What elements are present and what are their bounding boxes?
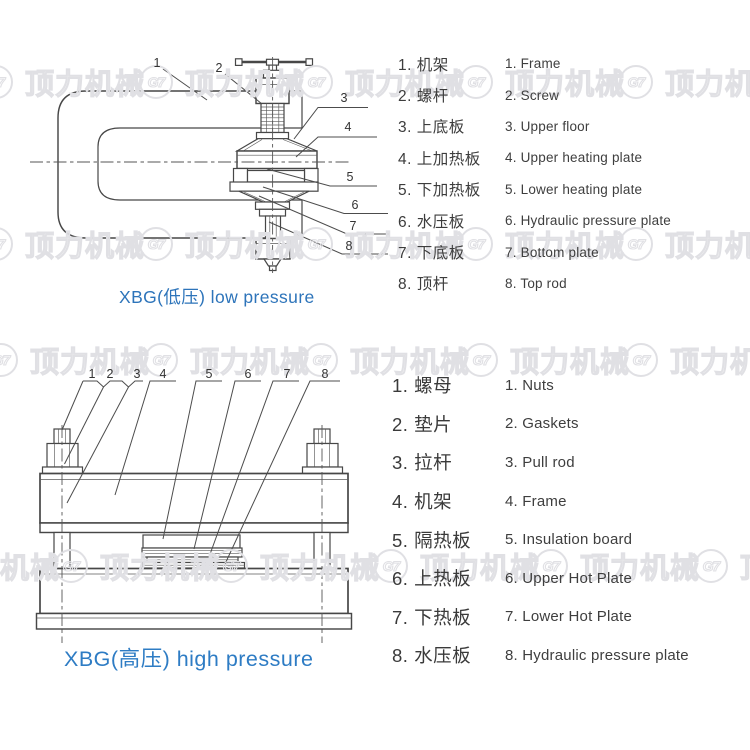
callout-number: 6 <box>244 367 252 381</box>
parts-list-item: 4. 机架 4. Frame <box>392 482 689 521</box>
callout-number: 4 <box>344 120 352 134</box>
parts-list-item: 2. 螺杆 2. Screw <box>398 79 671 110</box>
part-name-zh: 5. 隔热板 <box>392 529 472 551</box>
low-pressure-drawing <box>30 57 390 273</box>
parts-list-item: 5. 下加热板 5. Lower heating plate <box>398 174 671 205</box>
part-name-zh: 1. 螺母 <box>392 375 453 397</box>
part-name-zh: 6. 水压板 <box>398 213 465 231</box>
part-name-en: 6. Upper Hot Plate <box>505 569 632 587</box>
part-name-en: 5. Lower heating plate <box>505 181 643 197</box>
part-name-zh: 5. 下加热板 <box>398 182 481 200</box>
part-name-zh: 7. 下底板 <box>398 245 465 263</box>
callout-number: 3 <box>133 367 141 381</box>
parts-list-low: 1. 机架 1. Frame 2. 螺杆 2. Screw 3. 上底板 3. Upp… <box>398 48 671 299</box>
part-name-en: 7. Lower Hot Plate <box>505 608 632 626</box>
parts-list-item: 5. 隔热板 5. Insulation board <box>392 520 689 559</box>
callout-number: 5 <box>346 170 354 184</box>
part-name-en: 4. Upper heating plate <box>505 150 643 166</box>
part-name-en: 1. Nuts <box>505 376 554 394</box>
callout-number: 1 <box>153 56 161 70</box>
parts-list-item: 2. 垫片 2. Gaskets <box>392 405 689 444</box>
callout-number: 2 <box>215 61 223 75</box>
callout-number: 7 <box>349 219 357 233</box>
part-name-zh: 3. 上底板 <box>398 119 465 137</box>
parts-list-item: 3. 上底板 3. Upper floor <box>398 111 671 142</box>
part-name-en: 8. Top rod <box>505 275 567 291</box>
parts-list-high: 1. 螺母 1. Nuts 2. 垫片 2. Gaskets 3. 拉杆 3. Pul… <box>392 366 689 675</box>
parts-list-item: 3. 拉杆 3. Pull rod <box>392 443 689 482</box>
parts-list-item: 4. 上加热板 4. Upper heating plate <box>398 142 671 173</box>
part-name-en: 3. Upper floor <box>505 118 590 134</box>
high-pressure-caption: XBG(高压) high pressure <box>64 647 314 671</box>
callout-number: 5 <box>205 367 213 381</box>
part-name-en: 6. Hydraulic pressure plate <box>505 213 671 229</box>
callout-number: 3 <box>340 91 348 105</box>
parts-list-item: 8. 顶杆 8. Top rod <box>398 268 671 299</box>
callout-number: 4 <box>159 367 167 381</box>
parts-list-item: 7. 下底板 7. Bottom plate <box>398 236 671 267</box>
part-name-en: 8. Hydraulic pressure plate <box>505 646 689 664</box>
parts-list-item: 6. 上热板 6. Upper Hot Plate <box>392 559 689 598</box>
part-name-zh: 4. 上加热板 <box>398 150 481 168</box>
callout-number: 6 <box>351 198 359 212</box>
part-name-zh: 7. 下热板 <box>392 606 472 628</box>
callout-number: 8 <box>345 239 353 253</box>
callout-number: 2 <box>106 367 114 381</box>
part-name-en: 7. Bottom plate <box>505 244 599 260</box>
callout-number: 1 <box>88 367 96 381</box>
callout-number: 8 <box>321 367 329 381</box>
part-name-zh: 8. 水压板 <box>392 645 472 667</box>
part-name-zh: 1. 机架 <box>398 56 449 74</box>
part-name-en: 2. Gaskets <box>505 415 579 433</box>
low-pressure-caption: XBG(低压) low pressure <box>119 287 315 307</box>
part-name-zh: 2. 螺杆 <box>398 88 449 106</box>
parts-list-item: 8. 水压板 8. Hydraulic pressure plate <box>392 636 689 675</box>
parts-list-item: 7. 下热板 7. Lower Hot Plate <box>392 598 689 637</box>
part-name-en: 3. Pull rod <box>505 453 575 471</box>
part-name-zh: 2. 垫片 <box>392 413 453 435</box>
part-name-zh: 6. 上热板 <box>392 568 472 590</box>
part-name-zh: 8. 顶杆 <box>398 276 449 294</box>
callout-number: 7 <box>283 367 291 381</box>
part-name-en: 2. Screw <box>505 87 560 103</box>
parts-list-item: 1. 螺母 1. Nuts <box>392 366 689 405</box>
part-name-en: 4. Frame <box>505 492 567 510</box>
part-name-zh: 3. 拉杆 <box>392 452 453 474</box>
parts-list-item: 1. 机架 1. Frame <box>398 48 671 79</box>
part-name-en: 1. Frame <box>505 56 561 72</box>
part-name-zh: 4. 机架 <box>392 491 453 513</box>
high-pressure-drawing <box>35 380 353 643</box>
parts-list-item: 6. 水压板 6. Hydraulic pressure plate <box>398 205 671 236</box>
part-name-en: 5. Insulation board <box>505 531 633 549</box>
